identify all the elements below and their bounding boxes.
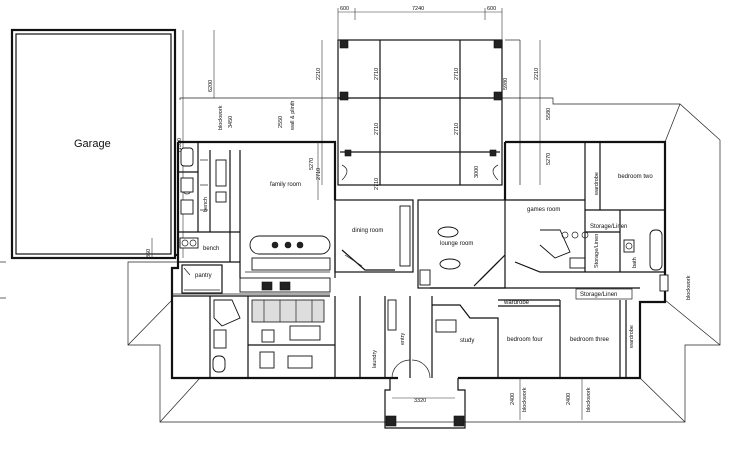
note-right-wall: blockwork <box>686 275 692 300</box>
room-label-wardrobe-a: wardrobe <box>594 172 600 196</box>
dim-right-a: 2210 <box>534 68 540 80</box>
dim-top-left: 600 <box>340 6 349 12</box>
storage-bedroom-two: wardrobe bedroom two Storage/Linen Stora… <box>584 142 692 300</box>
dim-left-a: 2210 <box>316 68 322 80</box>
note-bottom-wall-a: blockwork <box>522 387 528 412</box>
dim-left-d: 2710 <box>374 123 380 135</box>
room-label-laundry: bench <box>203 246 219 252</box>
dim-top-right: 600 <box>487 6 496 12</box>
room-label-laundry-lower: laundry <box>372 350 378 368</box>
room-label-family-room: family room <box>270 182 301 188</box>
dim-right-far-b: 5270 <box>546 153 552 165</box>
house-walls: 3320 <box>170 140 667 429</box>
room-label-storage-linen-side: Storage/Linen <box>594 234 600 268</box>
room-label-bench: bench <box>203 197 209 212</box>
dim-bottom-b: 2400 <box>566 393 572 405</box>
dim-left-e: 2710 <box>374 178 380 190</box>
dim-bottom-a: 2400 <box>510 393 516 405</box>
dim-right-far: 5580 <box>546 108 552 120</box>
dim-porch-width: 3320 <box>414 398 426 404</box>
note-garage-wall-b: wall & plinth <box>290 101 296 131</box>
room-label-dining-room: dining room <box>352 228 383 234</box>
room-label-garage: Garage <box>74 138 111 150</box>
dim-top-mid: 7240 <box>412 6 424 12</box>
room-label-bath: bath <box>632 257 638 268</box>
note-bottom-wall-b: blockwork <box>586 387 592 412</box>
games-room: games room <box>505 199 589 273</box>
room-label-entry: entry <box>400 333 406 345</box>
dim-mid-b: 3000 <box>474 166 480 178</box>
dim-right-c: 2710 <box>454 68 460 80</box>
service-zone: bench blockwork 3450 2550 wall & plinth … <box>172 101 331 297</box>
room-label-storage-linen-upper: Storage/Linen <box>590 224 627 230</box>
garage-block: Garage 11550 6200 860 <box>10 28 215 260</box>
bedrooms: bedroom four bedroom three wardrobe 2400… <box>507 300 635 420</box>
room-label-pantry: pantry <box>195 273 212 279</box>
family-room: family room 5270 <box>239 142 336 278</box>
room-label-storage-linen-lower: Storage/Linen <box>580 292 617 298</box>
pergola: 600 7240 600 2210 2710 2710 2710 2710 22… <box>316 6 552 190</box>
dining-room: dining room <box>334 199 414 273</box>
room-label-wardrobe-b: wardrobe <box>503 300 530 306</box>
dim-garage-height: 11550 <box>177 138 183 153</box>
dim-mid-a: 5980 <box>503 78 509 90</box>
room-label-wardrobe-c: wardrobe <box>629 325 635 349</box>
lounge-room: lounge room <box>417 199 506 289</box>
lower-left-zone <box>209 296 336 378</box>
room-label-bedroom-four: bedroom four <box>507 337 543 343</box>
dim-garage-bottom: 860 <box>146 249 152 258</box>
dim-left-c: 2710 <box>374 68 380 80</box>
dim-right-b: 2710 <box>454 123 460 135</box>
dim-fam-left-b: 2550 <box>278 116 284 128</box>
room-label-bedroom-two: bedroom two <box>618 174 653 180</box>
dim-fam-right: 5270 <box>309 158 315 170</box>
room-label-bedroom-three: bedroom three <box>570 337 610 343</box>
lower-mid-zone: laundry entry study <box>359 296 499 379</box>
room-label-games-room: games room <box>527 207 560 213</box>
dim-left-b: 2710 <box>316 168 322 180</box>
room-label-study: study <box>460 338 474 344</box>
note-garage-wall-a: blockwork <box>218 105 224 130</box>
roof-outline <box>127 97 721 423</box>
dim-fam-left-a: 3450 <box>228 116 234 128</box>
dim-garage-side: 6200 <box>208 80 214 92</box>
room-label-lounge-room: lounge room <box>440 241 473 247</box>
corridor: Storage/Linen wardrobe <box>430 287 640 307</box>
